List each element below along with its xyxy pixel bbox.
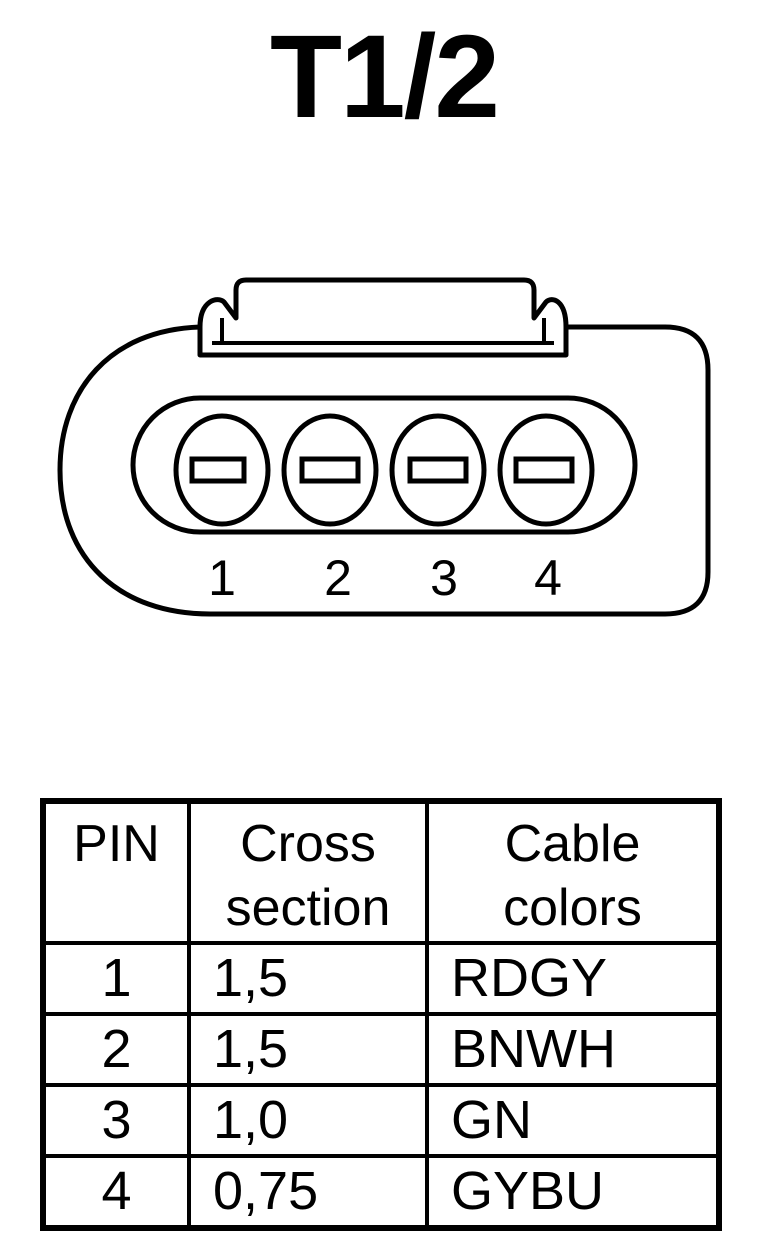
cell-pin: 4 bbox=[41, 1154, 191, 1230]
cell-cable-color: GYBU bbox=[425, 1154, 721, 1230]
pin-cavity bbox=[130, 395, 638, 535]
connector-housing bbox=[57, 324, 711, 617]
header-cross-section-line-2: section bbox=[225, 879, 391, 937]
cell-cross-section: 1,0 bbox=[187, 1083, 429, 1158]
pin-assignment-table: PIN Cross section Cable colors 1 1,5 RDG… bbox=[40, 798, 722, 1231]
cell-cross-section: 0,75 bbox=[187, 1154, 429, 1230]
cell-cable-color: GN bbox=[425, 1083, 721, 1158]
connector-diagram: 1 2 3 4 bbox=[57, 277, 711, 617]
pin-label-1: 1 bbox=[208, 550, 236, 606]
cell-cross-section: 1,5 bbox=[187, 941, 429, 1016]
cell-pin: 1 bbox=[41, 941, 191, 1016]
header-cable-colors-line-2: colors bbox=[503, 879, 642, 937]
header-pin-label: PIN bbox=[73, 815, 160, 873]
pin-2 bbox=[281, 413, 379, 527]
cell-cross-section: 1,5 bbox=[187, 1012, 429, 1087]
header-cross-section: Cross section bbox=[187, 799, 429, 945]
cell-pin: 3 bbox=[41, 1083, 191, 1158]
header-cable-colors: Cable colors bbox=[425, 799, 721, 945]
header-cable-colors-line-1: Cable bbox=[504, 815, 641, 873]
pin-label-3: 3 bbox=[430, 550, 458, 606]
table-row: 3 1,0 GN bbox=[41, 1083, 721, 1158]
table-row: 2 1,5 BNWH bbox=[41, 1012, 721, 1087]
table-row: 1 1,5 RDGY bbox=[41, 941, 721, 1016]
latch-outer bbox=[197, 277, 569, 358]
cell-pin: 2 bbox=[41, 1012, 191, 1087]
header-pin: PIN bbox=[41, 799, 191, 945]
pin-label-2: 2 bbox=[324, 550, 352, 606]
cell-cable-color: BNWH bbox=[425, 1012, 721, 1087]
cell-cable-color: RDGY bbox=[425, 941, 721, 1016]
connector-title: T1/2 bbox=[269, 11, 500, 143]
table-header-row: PIN Cross section Cable colors bbox=[41, 799, 721, 945]
pin-3 bbox=[389, 413, 487, 527]
pin-4 bbox=[497, 413, 595, 527]
latch-inner bbox=[212, 318, 554, 345]
table-row: 4 0,75 GYBU bbox=[41, 1154, 721, 1230]
pin-label-4: 4 bbox=[534, 550, 562, 606]
header-cross-section-line-1: Cross bbox=[240, 815, 376, 873]
pin-1 bbox=[173, 413, 271, 527]
